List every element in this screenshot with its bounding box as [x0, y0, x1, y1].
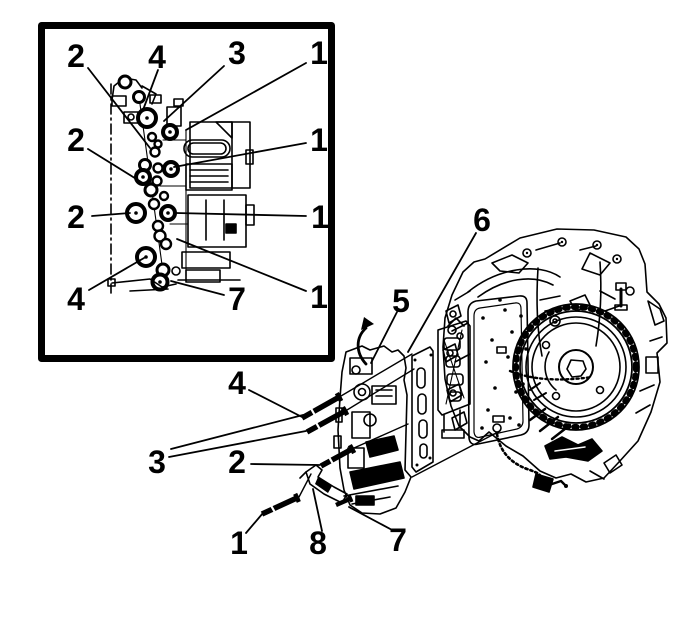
bolt — [260, 492, 301, 517]
callout-leader-lines — [87, 62, 477, 534]
callout-inset-2: 2 — [67, 199, 85, 235]
inset-bottom-bracket — [107, 278, 177, 292]
callout-main-6: 6 — [473, 202, 491, 238]
transaxle-right-detail — [589, 300, 665, 480]
callout-main-5: 5 — [392, 283, 410, 319]
callout-main-4: 4 — [228, 365, 246, 401]
callout-main-2: 2 — [228, 444, 246, 480]
callout-inset-1: 1 — [311, 199, 329, 235]
spacer-plate — [411, 346, 434, 473]
bolt — [300, 392, 344, 421]
callout-main-3: 3 — [148, 444, 166, 480]
harness-connector — [532, 473, 554, 493]
callout-inset-2: 2 — [67, 122, 85, 158]
callout-inset-1: 1 — [310, 122, 328, 158]
transaxle-bottom-detail — [528, 382, 603, 462]
inset-border — [38, 22, 335, 362]
callout-inset-7: 7 — [228, 281, 246, 317]
callout-inset-4: 4 — [148, 39, 166, 75]
small-bolt — [335, 494, 354, 508]
callout-main-7: 7 — [389, 522, 407, 558]
retainer-bracket — [299, 464, 348, 504]
callout-inset-3: 3 — [228, 35, 246, 71]
bolt — [305, 406, 350, 435]
inset-detail-view — [38, 22, 335, 362]
valve-body-bolts — [260, 392, 357, 517]
transaxle-top-detail — [467, 237, 635, 357]
bolt — [319, 444, 357, 469]
callout-inset-2: 2 — [67, 38, 85, 74]
rotation-arrow-icon — [356, 317, 374, 366]
callout-main-8: 8 — [309, 525, 327, 561]
callout-inset-1: 1 — [310, 35, 328, 71]
inset-solenoid-stack — [117, 74, 180, 292]
hub-bore — [558, 349, 594, 385]
callout-inset-4: 4 — [67, 281, 85, 317]
channel-plate — [437, 317, 471, 439]
transaxle-case — [442, 228, 668, 493]
callout-main-1: 1 — [230, 525, 248, 561]
transaxle-outline — [442, 228, 668, 483]
wiring-harness — [495, 369, 594, 493]
inset-valve-body — [159, 98, 255, 283]
cover-plate-bolt-dots — [480, 298, 528, 430]
callout-inset-1: 1 — [310, 279, 328, 315]
torque-converter-housing-circles — [512, 303, 640, 431]
bolt-axis-lines — [298, 353, 501, 498]
control-solenoid-valve-assembly — [333, 345, 412, 515]
